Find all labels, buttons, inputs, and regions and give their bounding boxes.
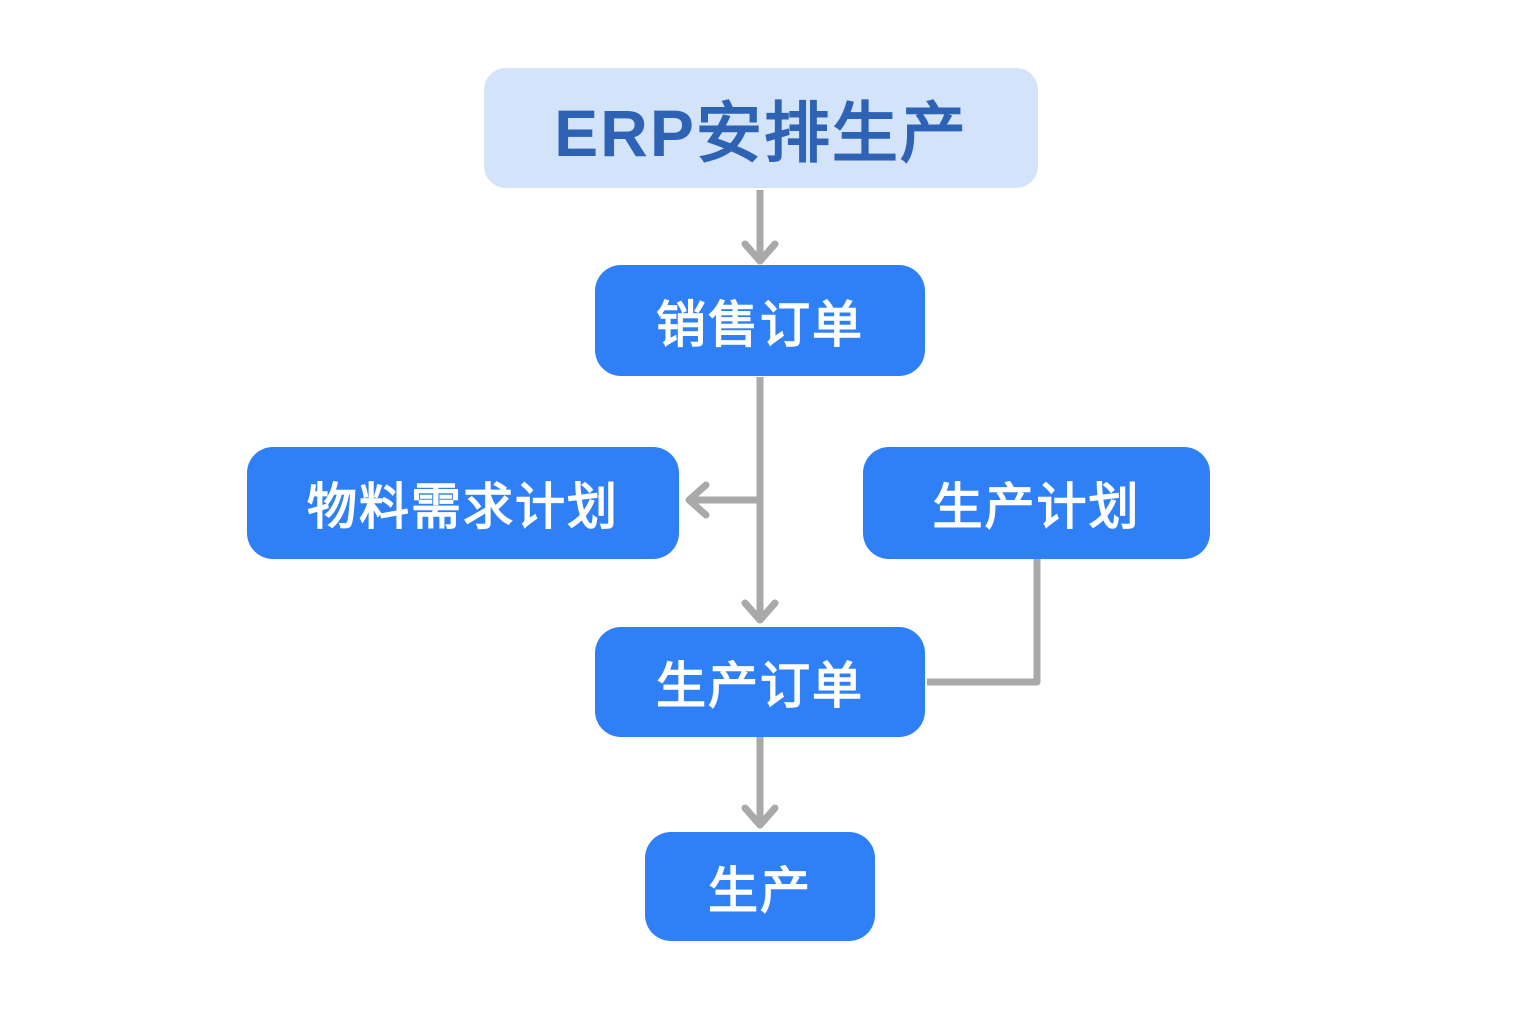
node-erp: ERP安排生产 xyxy=(484,68,1038,188)
node-production-plan: 生产计划 xyxy=(863,447,1210,559)
edge-erp-to-sales-order xyxy=(741,190,779,265)
node-production-order: 生产订单 xyxy=(595,627,925,737)
node-material-requirements-plan: 物料需求计划 xyxy=(247,447,679,559)
edge-sales-order-to-production-order xyxy=(741,377,779,624)
edge-branch-to-mrp xyxy=(685,481,760,519)
edge-production-order-to-production xyxy=(741,737,779,829)
node-production: 生产 xyxy=(645,832,875,941)
edge-production-plan-to-production-order xyxy=(927,558,1041,686)
node-sales-order: 销售订单 xyxy=(595,265,925,376)
